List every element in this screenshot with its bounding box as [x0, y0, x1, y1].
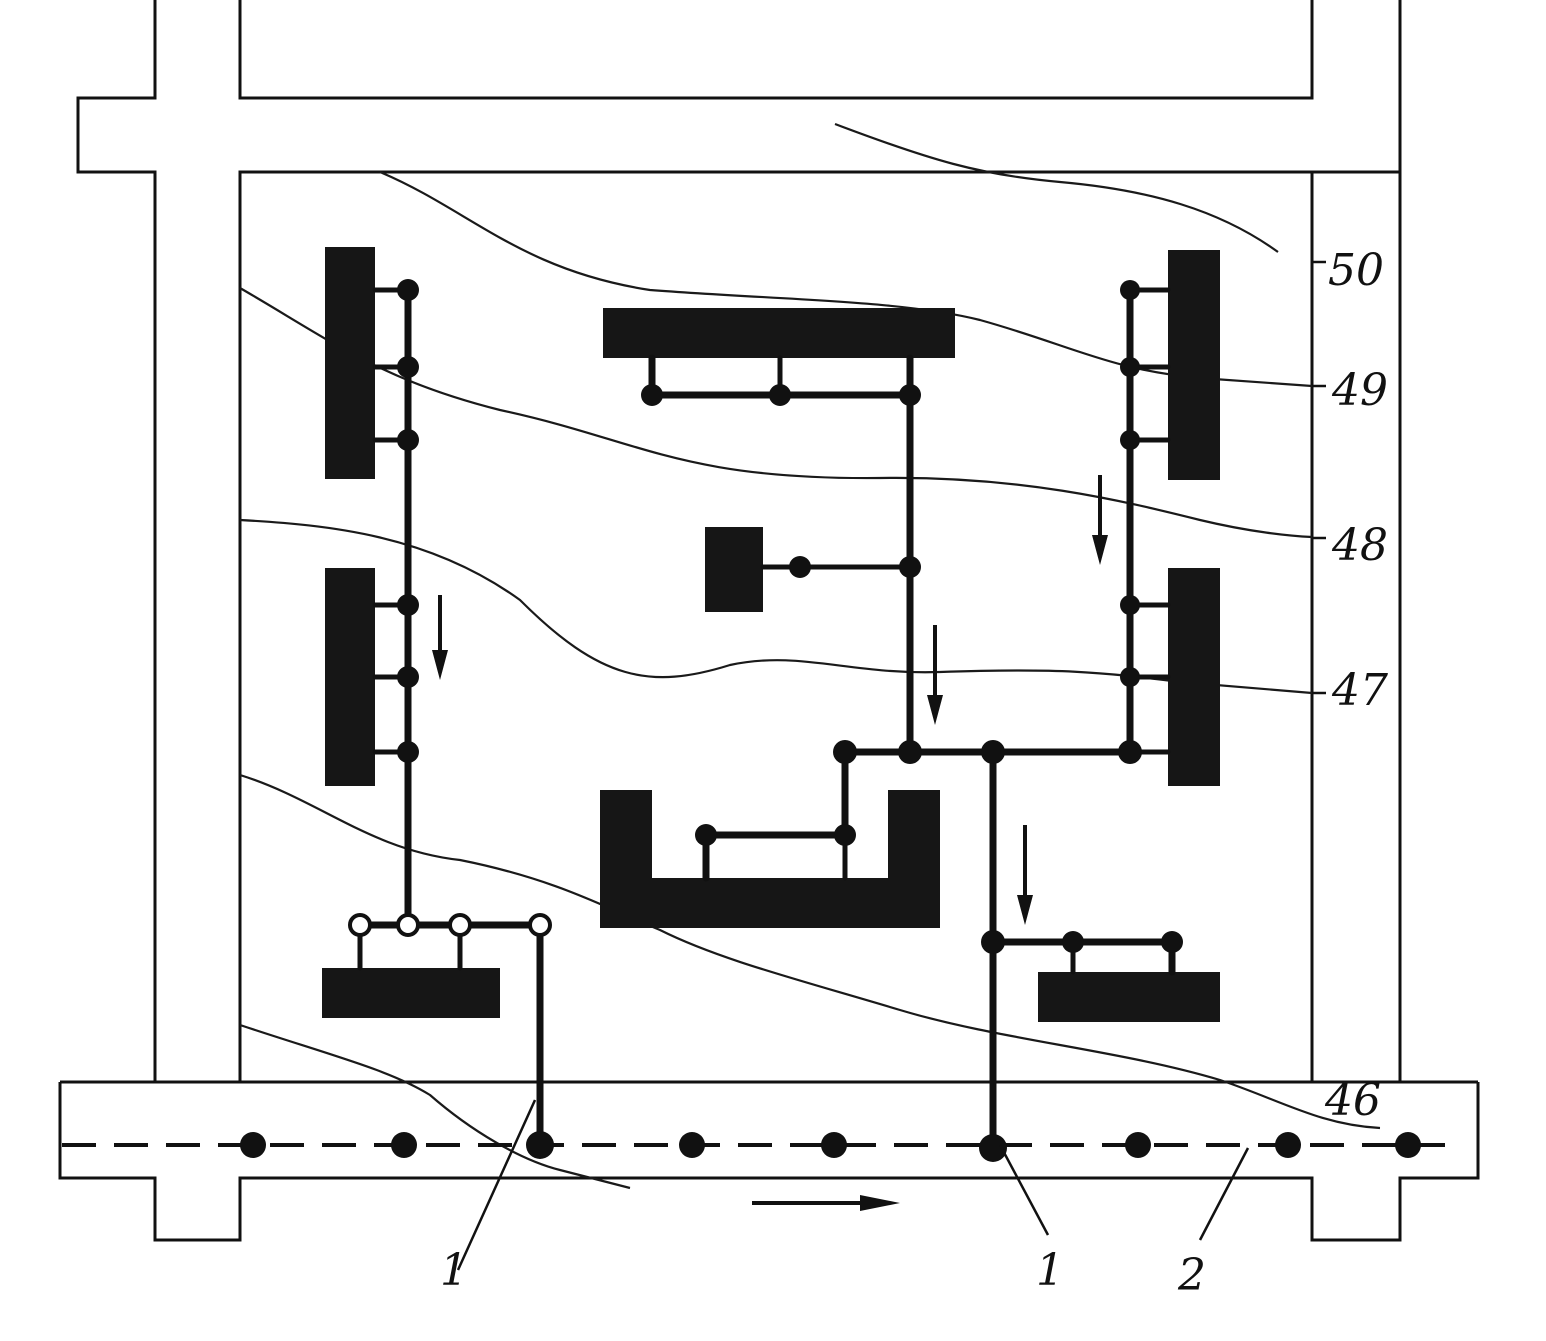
street-left-edge-west: [60, 0, 157, 1084]
well: [528, 913, 552, 937]
collector-well: [1275, 1132, 1301, 1158]
flow-arrows: [432, 475, 1108, 1211]
building-small-center: [705, 527, 763, 612]
well: [834, 824, 856, 846]
well: [1120, 280, 1140, 300]
flow-arrow-right: [752, 1195, 900, 1211]
well: [348, 913, 372, 937]
building-left-top: [325, 247, 375, 479]
collector-well: [821, 1132, 847, 1158]
pipe-u-branch: [702, 748, 849, 882]
buildings: [322, 247, 1220, 1022]
building-right-middle: [1168, 568, 1220, 786]
building-bottom-right: [1038, 972, 1220, 1022]
well: [695, 824, 717, 846]
callout-label-1b: 1: [1036, 1245, 1064, 1296]
contour-46: [239, 773, 1381, 1130]
well: [397, 429, 419, 451]
callout-leader-1a: [456, 1099, 537, 1271]
contour-label-46: 46: [1324, 1075, 1381, 1126]
building-bottom-left: [322, 968, 500, 1018]
well: [396, 913, 420, 937]
bottom-street-upper-edge: [58, 1082, 1480, 1242]
well: [397, 279, 419, 301]
contour-lines: [239, 122, 1381, 1190]
contour-49: [379, 170, 1313, 388]
well: [397, 594, 419, 616]
collector-well: [526, 1131, 554, 1159]
callout-leader-1b: [998, 1144, 1050, 1236]
callout-leader-2: [1198, 1147, 1250, 1241]
callout-label-1a: 1: [440, 1245, 468, 1296]
well: [898, 740, 922, 764]
well: [1062, 931, 1084, 953]
well: [981, 740, 1005, 764]
well: [769, 384, 791, 406]
well: [397, 666, 419, 688]
contour-labels: 50 49 48 47 46: [1324, 245, 1388, 1126]
flow-arrow-down: [1092, 475, 1108, 565]
well: [641, 384, 663, 406]
callouts: 1 1 2: [440, 1099, 1250, 1301]
flow-arrow-down: [432, 595, 448, 680]
street-right-edge-east: [1398, 0, 1478, 1084]
well: [981, 930, 1005, 954]
well: [1161, 931, 1183, 953]
street-outlines: [58, 0, 1480, 1242]
contour-47: [239, 518, 1313, 695]
building-u-shaped: [600, 790, 940, 928]
collector-well: [240, 1132, 266, 1158]
contour-45: [239, 1023, 631, 1190]
callout-label-2: 2: [1177, 1250, 1206, 1301]
contour-label-48: 48: [1331, 520, 1388, 571]
well: [1118, 740, 1142, 764]
contour-50: [834, 122, 1279, 253]
building-left-middle: [325, 568, 375, 786]
well: [1120, 667, 1140, 687]
well: [397, 356, 419, 378]
well: [1120, 357, 1140, 377]
flow-arrow-down: [927, 625, 943, 725]
well: [397, 741, 419, 763]
well: [1120, 595, 1140, 615]
flow-arrow-down: [1017, 825, 1033, 925]
well: [789, 556, 811, 578]
well: [899, 384, 921, 406]
collector-well: [679, 1132, 705, 1158]
collector-well: [391, 1132, 417, 1158]
contour-48: [239, 287, 1313, 539]
collector-well: [979, 1134, 1007, 1162]
contour-label-47: 47: [1331, 665, 1388, 716]
well: [899, 556, 921, 578]
well: [448, 913, 472, 937]
well: [1120, 430, 1140, 450]
contour-label-49: 49: [1331, 365, 1388, 416]
street-left-edge-east: [238, 0, 1314, 100]
building-right-top: [1168, 250, 1220, 480]
contour-ticks: [1312, 260, 1326, 695]
wells: [240, 279, 1421, 1162]
building-top-center: [603, 308, 955, 358]
collector-well: [1395, 1132, 1421, 1158]
contour-label-50: 50: [1328, 245, 1384, 296]
well: [833, 740, 857, 764]
collector-well: [1125, 1132, 1151, 1158]
